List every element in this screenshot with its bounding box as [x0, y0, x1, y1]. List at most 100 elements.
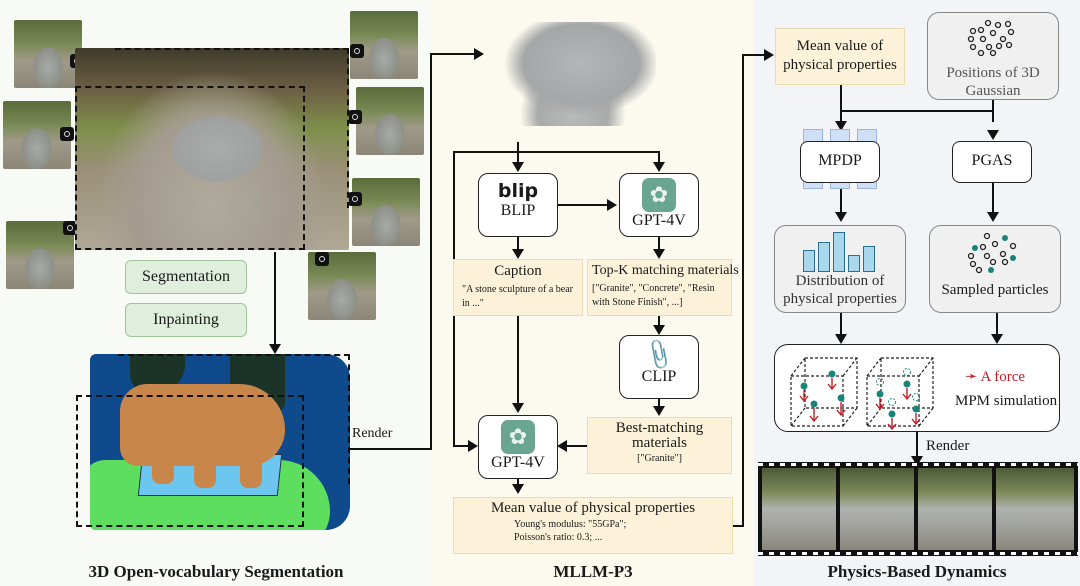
caption-text: "A stone sculpture of a bear in ...": [462, 284, 573, 309]
flow-line: [658, 399, 660, 407]
flow-line: [840, 313, 842, 335]
caption-title: Caption: [494, 263, 542, 279]
bear-leg: [194, 454, 216, 488]
mean-properties-title: Mean value of physical properties: [490, 500, 696, 516]
arrow-right-icon: [764, 49, 774, 61]
arrow-left-icon: [557, 440, 567, 452]
flow-line: [992, 183, 994, 213]
flow-line: [992, 100, 994, 122]
flow-line: [840, 85, 842, 111]
arrow-down-icon: [653, 406, 665, 416]
bear-leg: [240, 454, 262, 488]
film-strip: [758, 462, 1078, 556]
histogram-bar: [818, 242, 830, 272]
segmentation-render: [90, 354, 350, 530]
caption-box: Caption "A stone sculpture of a bear in …: [453, 259, 583, 316]
topk-materials-box: Top-K matching materials ["Granite", "Co…: [587, 259, 739, 316]
scene-bounding-box: [75, 86, 305, 250]
camera-icon: [60, 127, 74, 141]
gpt4v-label: GPT-4V: [491, 454, 545, 471]
arrow-right-icon: [474, 48, 484, 60]
arrow-down-icon: [512, 162, 524, 172]
segmentation-button[interactable]: Segmentation: [125, 260, 247, 294]
arrow-down-icon: [835, 334, 847, 344]
clip-node[interactable]: 📎 CLIP: [619, 335, 699, 399]
flow-line: [517, 479, 519, 485]
film-perforation: [758, 463, 1078, 466]
flow-line: [840, 189, 842, 213]
seg-box-edge: [348, 354, 350, 484]
flow-line: [658, 151, 660, 164]
arrow-down-icon: [991, 334, 1003, 344]
arrow-down-icon: [835, 121, 847, 131]
arrow-right-icon: [607, 199, 617, 211]
flow-line: [517, 142, 519, 164]
gaussian-points-icon: [967, 19, 1015, 57]
inpainting-button[interactable]: Inpainting: [125, 303, 247, 337]
force-legend-label: A force: [980, 369, 1026, 385]
histogram-bar: [863, 246, 875, 272]
arrow-down-icon: [911, 456, 923, 466]
openai-logo-icon: ✿: [501, 420, 535, 454]
flow-line: [517, 237, 519, 250]
histogram-chart: [803, 232, 883, 272]
view-thumbnail: [356, 87, 424, 155]
flow-line: [566, 445, 587, 447]
blip-label: BLIP: [500, 202, 536, 219]
arrow-down-icon: [987, 130, 999, 140]
flow-line: [517, 316, 519, 404]
histogram-bar: [833, 232, 845, 272]
flow-line: [733, 525, 743, 527]
camera-icon: [63, 221, 77, 235]
topk-text: ["Granite", "Concrete", "Resin with Ston…: [592, 283, 715, 308]
render-label: Render: [352, 426, 393, 441]
mpm-label: MPM simulation: [955, 393, 1058, 409]
flow-line: [430, 53, 475, 55]
film-frame: [762, 468, 836, 550]
arrow-down-icon: [269, 344, 281, 354]
section-title-dynamics: Physics-Based Dynamics: [827, 562, 1007, 581]
arrow-down-icon: [512, 403, 524, 413]
render-label-right: Render: [926, 438, 970, 454]
arrow-down-icon: [653, 162, 665, 172]
mpm-simulation-box: ➛ A force MPM simulation: [774, 344, 1060, 432]
view-thumbnail: [6, 221, 74, 289]
section-title-mllm: MLLM-P3: [553, 562, 633, 581]
clip-label: CLIP: [641, 368, 677, 385]
mpdp-node[interactable]: MPDP: [800, 141, 880, 183]
blip-logo: blip: [497, 180, 539, 202]
seg-box-edge: [118, 354, 350, 356]
force-arrow-icon: ➛: [965, 369, 978, 385]
arrow-down-icon: [653, 249, 665, 259]
flow-line: [996, 313, 998, 335]
camera-icon: [350, 44, 364, 58]
sampled-particles-box: Sampled particles: [929, 225, 1061, 313]
flow-line: [916, 432, 918, 458]
blip-node[interactable]: blip BLIP: [478, 173, 558, 237]
view-thumbnail: [352, 178, 420, 246]
arrow-down-icon: [512, 249, 524, 259]
film-frame: [996, 468, 1074, 550]
camera-icon: [348, 110, 362, 124]
gpt4v-label: GPT-4V: [632, 212, 686, 229]
camera-icon: [315, 252, 329, 266]
flow-line: [840, 110, 994, 112]
flow-line: [658, 316, 660, 326]
film-perforation: [758, 552, 1078, 555]
arrow-down-icon: [512, 484, 524, 494]
flow-line: [558, 204, 608, 206]
arrow-down-icon: [835, 212, 847, 222]
distribution-box: Distribution of physical properties: [774, 225, 906, 313]
mean-properties-box: Mean value of physical properties Young'…: [453, 497, 733, 554]
bear-segment: [120, 384, 285, 466]
gpt4v-node-top[interactable]: ✿ GPT-4V: [619, 173, 699, 237]
flow-line: [742, 54, 744, 527]
scene-box-edge: [347, 48, 349, 208]
best-matching-text: ["Granite"]: [637, 453, 682, 464]
seg-bounding-box: [76, 395, 304, 527]
gpt4v-node-bottom[interactable]: ✿ GPT-4V: [478, 415, 558, 479]
pgas-node[interactable]: PGAS: [952, 141, 1032, 183]
flow-line: [453, 151, 659, 153]
flow-line: [350, 448, 432, 450]
flow-line: [274, 252, 276, 344]
